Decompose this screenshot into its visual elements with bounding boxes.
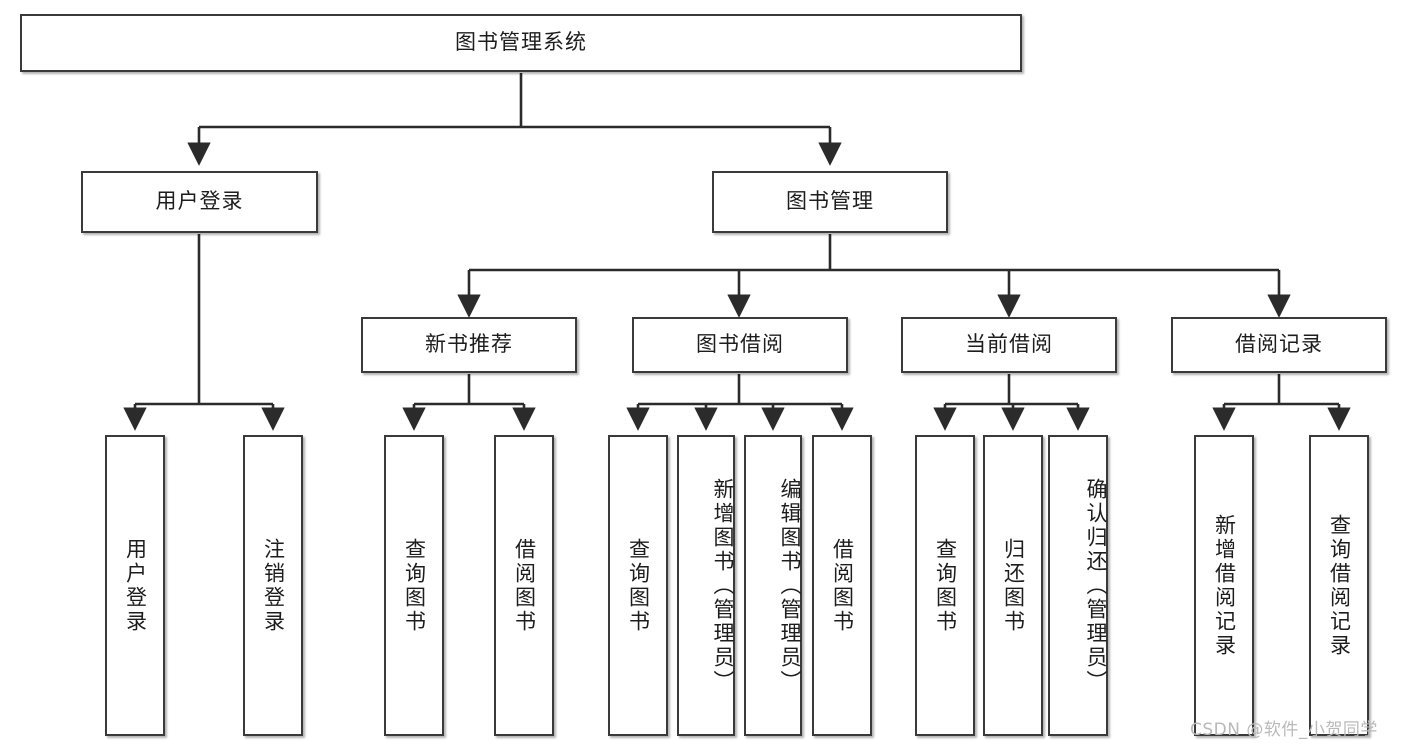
node-leaf-book-borrow-0[interactable]: 查询图书	[608, 435, 668, 736]
node-leaf-borrow-record-1[interactable]: 查询借阅记录	[1309, 435, 1369, 736]
node-book-management[interactable]: 图书管理	[712, 171, 948, 233]
node-leaf-label: 查询图书	[626, 537, 651, 634]
node-borrow-record-label: 借阅记录	[1235, 332, 1323, 357]
node-leaf-current-borrow-0[interactable]: 查询图书	[915, 435, 975, 736]
node-user-login-label: 用户登录	[155, 189, 244, 214]
node-borrow-record[interactable]: 借阅记录	[1171, 317, 1387, 373]
node-leaf-book-borrow-2[interactable]: 编辑图书（管理员）	[744, 435, 802, 736]
node-leaf-current-borrow-2[interactable]: 确认归还（管理员）	[1048, 435, 1108, 736]
node-leaf-label: 注销登录	[261, 537, 286, 634]
node-leaf-label: 查询图书	[402, 537, 427, 634]
node-new-book-recommend[interactable]: 新书推荐	[361, 317, 577, 373]
node-leaf-label: 归还图书	[1001, 537, 1026, 634]
node-root[interactable]: 图书管理系统	[20, 14, 1022, 72]
node-current-borrow-label: 当前借阅	[965, 332, 1053, 357]
csdn-watermark: CSDN @软件_小贺同学	[1190, 720, 1378, 740]
node-book-borrow[interactable]: 图书借阅	[632, 317, 848, 373]
node-book-borrow-label: 图书借阅	[696, 332, 784, 357]
node-leaf-label: 借阅图书	[830, 537, 855, 634]
node-leaf-label: 新增借阅记录	[1212, 513, 1237, 658]
node-leaf-user-login-1[interactable]: 注销登录	[243, 435, 303, 736]
node-leaf-label: 确认归还（管理员）	[1084, 477, 1108, 694]
node-leaf-label: 用户登录	[123, 537, 148, 634]
node-user-login[interactable]: 用户登录	[81, 171, 318, 233]
node-leaf-new-book-0[interactable]: 查询图书	[384, 435, 444, 736]
node-leaf-current-borrow-1[interactable]: 归还图书	[983, 435, 1043, 736]
node-new-book-recommend-label: 新书推荐	[425, 332, 513, 357]
node-current-borrow[interactable]: 当前借阅	[901, 317, 1117, 373]
node-leaf-label: 新增图书（管理员）	[711, 477, 735, 694]
node-leaf-book-borrow-3[interactable]: 借阅图书	[812, 435, 872, 736]
node-leaf-borrow-record-0[interactable]: 新增借阅记录	[1194, 435, 1254, 736]
node-book-management-label: 图书管理	[786, 189, 874, 214]
node-leaf-label: 查询借阅记录	[1327, 513, 1352, 658]
node-leaf-label: 查询图书	[933, 537, 958, 634]
node-leaf-label: 编辑图书（管理员）	[778, 477, 802, 694]
node-leaf-label: 借阅图书	[512, 537, 537, 634]
node-leaf-new-book-1[interactable]: 借阅图书	[494, 435, 554, 736]
node-leaf-book-borrow-1[interactable]: 新增图书（管理员）	[677, 435, 735, 736]
node-root-label: 图书管理系统	[455, 30, 587, 55]
node-leaf-user-login-0[interactable]: 用户登录	[105, 435, 165, 736]
